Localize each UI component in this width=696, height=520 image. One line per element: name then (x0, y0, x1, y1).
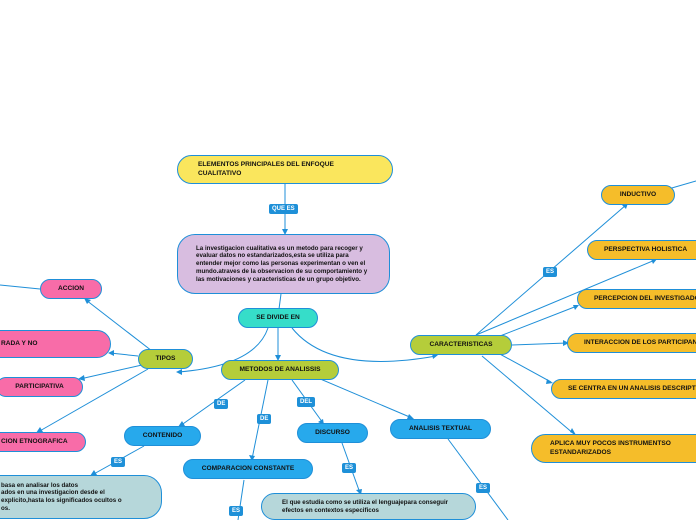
arrow-metodos (275, 355, 281, 361)
node-instrumentos[interactable]: APLICA MUY POCOS INSTRUMENTSO ESTANDARIZ… (531, 434, 696, 463)
node-estructurada-text: RADA Y NO (1, 339, 38, 347)
node-contenido-text: CONTENIDO (142, 431, 183, 439)
label-es-contenido: ES (111, 457, 126, 467)
label-es-caracteristicas: ES (543, 267, 558, 277)
label-que-es: QUE ES (269, 204, 298, 214)
node-contenido-desc-text: basa en analisar los datos ados en una i… (1, 481, 122, 512)
arrow-car-holistica (651, 259, 657, 264)
node-discurso-desc-text: El que estudia como se utiliza el lengua… (282, 498, 449, 514)
label-es-discurso: ES (342, 463, 357, 473)
node-contenido[interactable]: CONTENIDO (124, 426, 201, 446)
label-de-contenido: DE (214, 399, 229, 409)
node-instrumentos-text: APLICA MUY POCOS INSTRUMENTSO ESTANDARIZ… (550, 440, 671, 456)
node-etnografica[interactable]: CION ETNOGRAFICA (0, 432, 86, 452)
edge-textual-down (447, 438, 509, 520)
arrow-car-interaccion (563, 340, 569, 346)
node-accion-text: ACCION (57, 284, 84, 292)
label-es-comparacion: ES (229, 506, 244, 516)
node-comparacion-text: COMPARACION CONSTANTE (201, 464, 295, 472)
node-comparacion-constante[interactable]: COMPARACION CONSTANTE (183, 459, 313, 479)
edge-tipos-accion (85, 299, 153, 352)
arrow-textual (407, 414, 414, 419)
edge-tipos-etnografica (37, 368, 149, 433)
node-perspectiva-holistica[interactable]: PERSPECTIVA HOLISTICA (587, 240, 696, 260)
edge-tipos-participativa (79, 364, 143, 380)
node-discurso[interactable]: DISCURSO (297, 423, 368, 443)
node-caracteristicas-text: CARACTERISTICAS (429, 340, 493, 348)
edge-car-instrumentos (481, 355, 575, 435)
edge-car-interaccion (511, 342, 568, 346)
node-discurso-desc[interactable]: El que estudia como se utiliza el lengua… (261, 493, 476, 520)
arrow-estructurada (108, 350, 114, 356)
node-interaccion-text: INTERACCION DE LOS PARTICIPANTES (584, 338, 696, 346)
node-title-text: ELEMENTOS PRINCIPALES DEL ENFOQUE CUALIT… (198, 161, 334, 177)
node-etnografica-text: CION ETNOGRAFICA (1, 437, 68, 445)
node-analisis-textual-text: ANALISIS TEXTUAL (408, 424, 472, 432)
edge-car-holistica (475, 259, 656, 336)
node-participativa[interactable]: PARTICIPATIVA (0, 377, 83, 397)
node-analisis-textual[interactable]: ANALISIS TEXTUAL (390, 419, 491, 439)
node-percepcion-text: PERCEPCION DEL INVESTIGADOR (594, 294, 696, 302)
node-analisis-descriptivo[interactable]: SE CENTRA EN UN ANALISIS DESCRIPTIVO (551, 379, 696, 399)
edge-tipos-estructurada (109, 352, 139, 357)
node-contenido-desc[interactable]: basa en analisar los datos ados en una i… (0, 475, 162, 519)
node-inductivo-text: INDUCTIVO (619, 190, 657, 198)
node-accion[interactable]: ACCION (40, 279, 102, 299)
edge-definition-divide (278, 293, 282, 310)
node-descriptivo-text: SE CENTRA EN UN ANALISIS DESCRIPTIVO (568, 384, 696, 392)
edge-car-descriptivo (497, 352, 552, 383)
node-metodos-text: METODOS DE ANALISSIS (239, 365, 321, 373)
arrow-car-instrumentos (570, 428, 576, 435)
arrow-car-percepcion (573, 305, 579, 310)
node-title[interactable]: ELEMENTOS PRINCIPALES DEL ENFOQUE CUALIT… (177, 155, 393, 184)
edge-metodos-contenido (179, 379, 246, 427)
label-de-comparacion: DE (257, 414, 272, 424)
node-participativa-text: PARTICIPATIVA (15, 382, 64, 390)
node-interaccion[interactable]: INTERACCION DE LOS PARTICIPANTES (567, 333, 696, 353)
arrow-etnografica (36, 427, 43, 433)
edge-divide-caracteristicas (291, 327, 437, 362)
node-estructurada[interactable]: RADA Y NO (0, 330, 111, 358)
arrow-accion (84, 298, 91, 304)
node-holistica-text: PERSPECTIVA HOLISTICA (604, 245, 688, 253)
edge-accion-left (0, 284, 41, 290)
node-inductivo[interactable]: INDUCTIVO (601, 185, 675, 205)
arrow-definition (282, 229, 288, 235)
node-metodos-de-analisis[interactable]: METODOS DE ANALISSIS (221, 360, 339, 380)
node-definition-text: La investigacion cualitativa es un metod… (196, 244, 368, 283)
arrow-contenido-desc (90, 470, 97, 476)
edge-car-percepcion (499, 305, 578, 337)
node-se-divide-en[interactable]: SE DIVIDE EN (238, 308, 318, 328)
node-definition[interactable]: La investigacion cualitativa es un metod… (177, 234, 390, 294)
node-se-divide-en-text: SE DIVIDE EN (256, 313, 300, 321)
label-es-textual: ES (476, 483, 491, 493)
node-caracteristicas[interactable]: CARACTERISTICAS (410, 335, 512, 355)
node-percepcion[interactable]: PERCEPCION DEL INVESTIGADOR (577, 289, 696, 309)
edge-metodos-textual (317, 377, 413, 419)
node-tipos[interactable]: TIPOS (138, 349, 193, 369)
arrow-car-descriptivo (546, 379, 553, 384)
arrow-tipos (176, 369, 182, 375)
edge-divide-tipos (177, 327, 269, 373)
label-del-discurso: DEL (297, 397, 315, 407)
arrow-comparacion (249, 455, 255, 461)
node-tipos-text: TIPOS (155, 354, 176, 362)
arrow-contenido (178, 421, 185, 427)
node-discurso-text: DISCURSO (315, 428, 350, 436)
